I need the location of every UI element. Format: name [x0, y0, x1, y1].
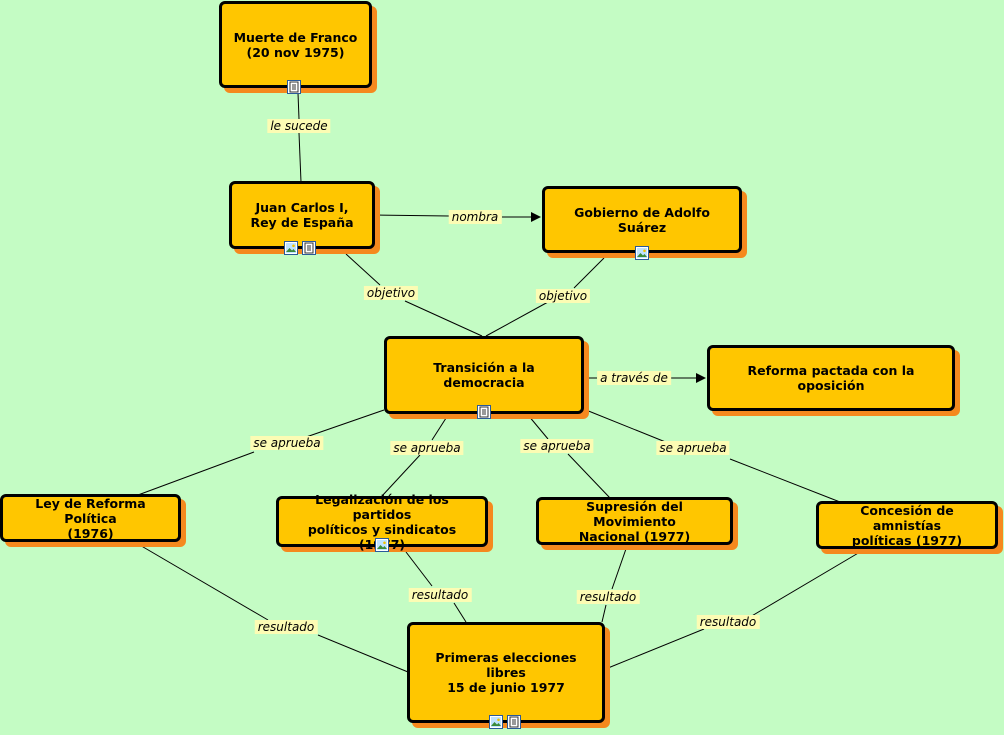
link-label-objetivo-2: objetivo: [535, 289, 591, 303]
line-ley-to-resultado: [137, 543, 269, 621]
image-icon[interactable]: [489, 715, 503, 729]
line-resultado-to-elecciones-3: [601, 604, 607, 623]
document-icon[interactable]: [302, 241, 316, 255]
link-label-se-aprueba-1: se aprueba: [250, 436, 324, 450]
node-amnistias[interactable]: Concesión de amnistías políticas (1977): [816, 501, 998, 549]
link-label-le-sucede: le sucede: [267, 119, 331, 133]
link-label-resultado-4: resultado: [696, 615, 760, 629]
line-label-to-juan-carlos: [298, 132, 302, 183]
link-label-resultado-2: resultado: [408, 588, 472, 602]
line-juan-carlos-to-objetivo: [345, 253, 381, 286]
link-label-nombra: nombra: [448, 210, 502, 224]
node-supresion-movimiento[interactable]: Supresión del Movimiento Nacional (1977): [536, 497, 733, 545]
node-juan-carlos[interactable]: Juan Carlos I, Rey de España: [229, 181, 375, 249]
line-objetivo-to-transicion-1: [404, 300, 483, 337]
node-muerte-de-franco[interactable]: Muerte de Franco (20 nov 1975): [219, 1, 372, 88]
line-amnistias-to-resultado: [749, 551, 861, 618]
line-legalizacion-to-resultado: [405, 551, 433, 587]
link-label-objetivo-1: objetivo: [363, 286, 419, 300]
document-icon[interactable]: [477, 405, 491, 419]
link-label-se-aprueba-3: se aprueba: [520, 439, 594, 453]
line-resultado-to-elecciones-1: [317, 634, 409, 673]
link-label-resultado-1: resultado: [254, 620, 318, 634]
node-transicion[interactable]: Transición a la democracia: [384, 336, 584, 414]
line-se-aprueba-to-ley: [137, 451, 255, 496]
node-reforma-pactada[interactable]: Reforma pactada con la oposición: [707, 345, 955, 411]
image-icon[interactable]: [635, 246, 649, 260]
image-icon[interactable]: [375, 538, 389, 552]
line-resultado-to-elecciones-4: [607, 628, 705, 669]
line-juan-carlos-to-nombra: [375, 214, 450, 217]
line-supresion-to-resultado: [611, 545, 628, 590]
line-transicion-to-legalizacion: [431, 414, 449, 441]
line-se-aprueba-to-supresion: [567, 453, 611, 499]
line-se-aprueba-to-legalizacion: [381, 454, 421, 497]
document-icon[interactable]: [287, 80, 301, 94]
line-transicion-to-supresion: [527, 414, 549, 440]
link-label-resultado-3: resultado: [576, 590, 640, 604]
line-resultado-to-elecciones-2: [453, 602, 467, 623]
node-gobierno-suarez[interactable]: Gobierno de Adolfo Suárez: [542, 186, 742, 253]
line-objetivo-to-transicion-2: [485, 301, 549, 337]
link-label-se-aprueba-4: se aprueba: [656, 441, 730, 455]
image-icon[interactable]: [284, 241, 298, 255]
document-icon[interactable]: [507, 715, 521, 729]
line-se-aprueba-to-amnistias: [729, 458, 841, 503]
node-primeras-elecciones[interactable]: Primeras elecciones libres 15 de junio 1…: [407, 622, 605, 723]
line-franco-to-label: [297, 92, 300, 120]
link-label-a-traves-de: a través de: [597, 371, 671, 385]
line-transicion-to-amnistias: [585, 409, 669, 444]
line-suarez-to-objetivo: [573, 257, 605, 289]
link-label-se-aprueba-2: se aprueba: [390, 441, 464, 455]
node-ley-reforma-politica[interactable]: Ley de Reforma Política (1976): [0, 494, 181, 542]
